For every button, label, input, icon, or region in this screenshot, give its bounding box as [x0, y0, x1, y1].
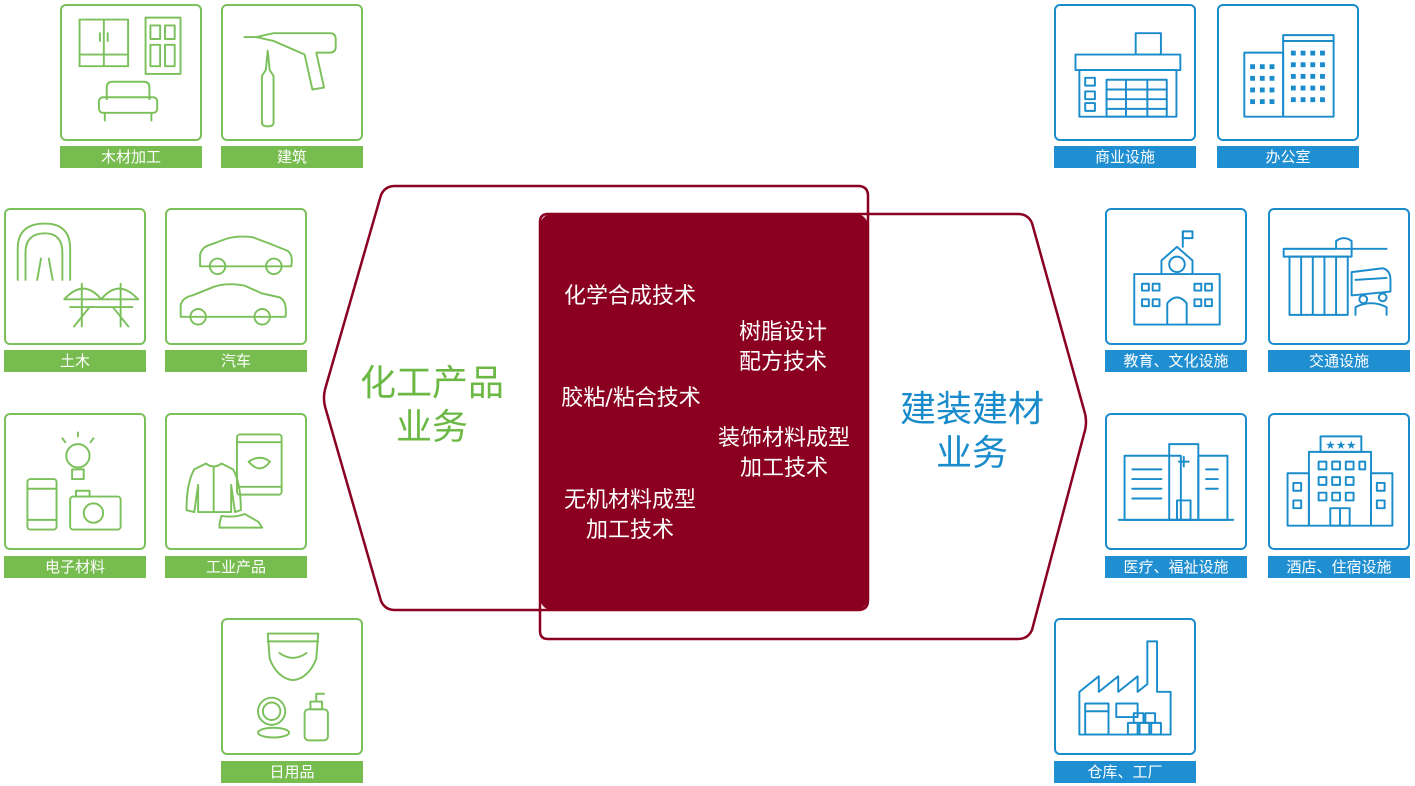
tile-warehouse-factory [1054, 618, 1196, 755]
chemical-business-outline [322, 184, 870, 612]
building-business-title-line1: 建装建材 [899, 389, 1044, 430]
label-medical-welfare: 医疗、福祉设施 [1105, 556, 1247, 578]
tech-line: 胶粘/粘合技术 [561, 386, 701, 411]
building-business-title-line2: 业务 [935, 433, 1008, 474]
factory-icon [1078, 640, 1172, 736]
chemical-business-title: 化工产品 业务 [352, 362, 512, 450]
electronics-icon [26, 431, 122, 531]
tech-adhesion: 胶粘/粘合技术 [546, 384, 716, 414]
tech-decorative-molding: 装饰材料成型 加工技术 [706, 424, 862, 484]
building-business-outline [538, 212, 1088, 641]
label-commercial-facilities: 商业设施 [1054, 146, 1196, 168]
tech-chemical-synthesis: 化学合成技术 [550, 282, 710, 312]
tech-line: 加工技术 [585, 518, 674, 543]
tile-wood-processing [60, 4, 202, 141]
tech-line: 装饰材料成型 [717, 426, 850, 451]
label-hotel-lodging: 酒店、住宿设施 [1268, 556, 1410, 578]
label-warehouse-factory: 仓库、工厂 [1054, 761, 1196, 783]
car-icon [179, 235, 293, 326]
label-construction: 建筑 [221, 146, 363, 168]
tech-resin-design: 树脂设计 配方技术 [718, 318, 848, 378]
tile-industrial-products [165, 413, 307, 550]
caulking-gun-icon [243, 32, 337, 128]
hospital-icon [1117, 443, 1235, 521]
tech-line: 化学合成技术 [563, 284, 696, 309]
label-office: 办公室 [1217, 146, 1359, 168]
daily-goods-icon [257, 632, 329, 742]
label-automobile: 汽车 [165, 350, 307, 372]
label-electronic-materials: 电子材料 [4, 556, 146, 578]
label-industrial-products: 工业产品 [165, 556, 307, 578]
chemical-business-title-line2: 业务 [395, 407, 468, 448]
station-train-icon [1282, 237, 1392, 316]
tile-construction [221, 4, 363, 141]
tile-civil-engineering [4, 208, 146, 345]
label-daily-goods: 日用品 [221, 761, 363, 783]
tech-line: 无机材料成型 [563, 488, 696, 513]
svg-text:★★★: ★★★ [1325, 438, 1356, 452]
commercial-building-icon [1074, 32, 1182, 118]
tile-commercial-facilities [1054, 4, 1196, 141]
label-wood-processing: 木材加工 [60, 146, 202, 168]
tile-daily-goods [221, 618, 363, 755]
tile-automobile [165, 208, 307, 345]
tile-education-culture [1105, 208, 1247, 345]
school-icon [1133, 230, 1221, 326]
chemical-business-title-line1: 化工产品 [359, 363, 504, 404]
hotel-icon: ★★★ [1286, 435, 1394, 527]
tunnel-bridge-icon [16, 222, 140, 328]
industrial-products-icon [185, 433, 283, 529]
furniture-icon [78, 16, 182, 122]
label-transportation: 交通设施 [1268, 350, 1410, 372]
label-education-culture: 教育、文化设施 [1105, 350, 1247, 372]
tech-line: 树脂设计 [738, 320, 827, 345]
tile-hotel-lodging: ★★★ [1268, 413, 1410, 550]
label-civil-engineering: 土木 [4, 350, 146, 372]
core-technology-area [540, 214, 868, 610]
tile-electronic-materials [4, 413, 146, 550]
tech-line: 配方技术 [738, 350, 827, 375]
tech-line: 加工技术 [739, 456, 828, 481]
tile-transportation [1268, 208, 1410, 345]
tech-inorganic-molding: 无机材料成型 加工技术 [552, 486, 708, 546]
building-business-title: 建装建材 业务 [892, 388, 1052, 476]
tile-office [1217, 4, 1359, 141]
office-building-icon [1243, 34, 1335, 118]
tile-medical-welfare [1105, 413, 1247, 550]
